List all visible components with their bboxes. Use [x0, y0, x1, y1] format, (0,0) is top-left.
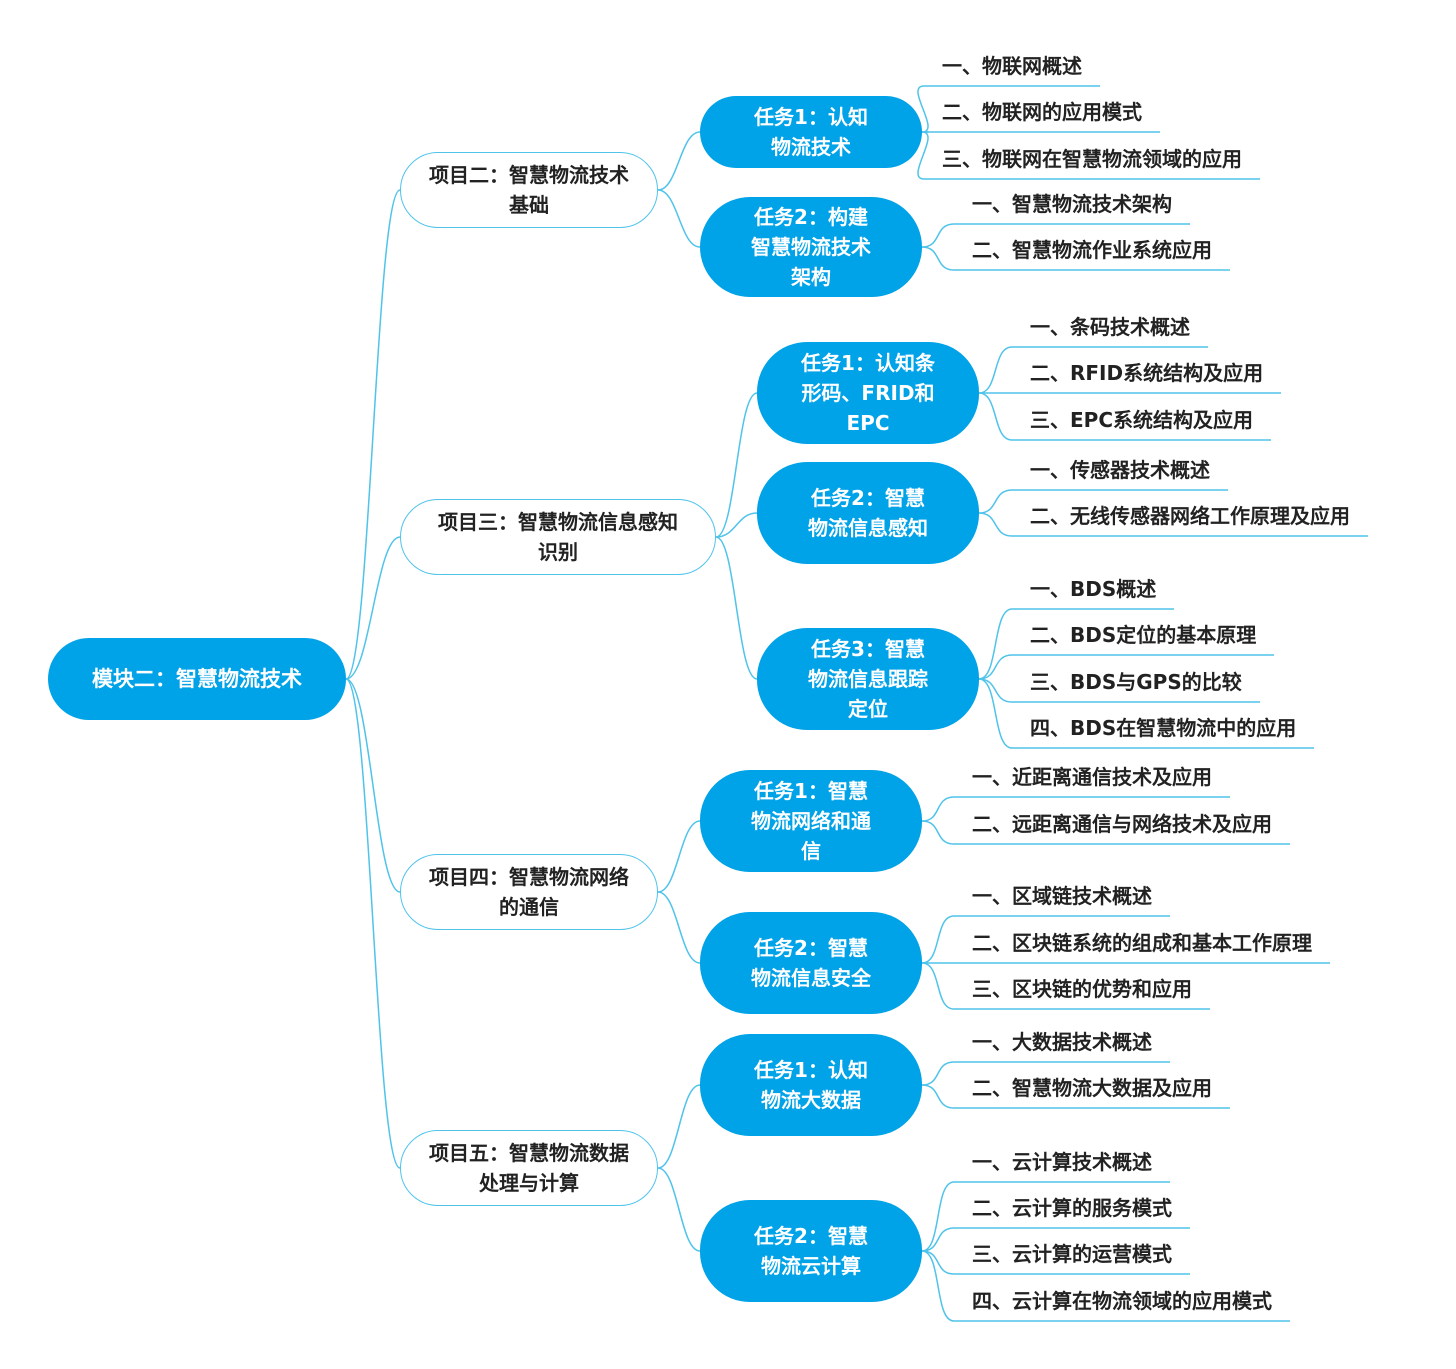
project-label: 项目二：智慧物流技术基础 [429, 163, 629, 217]
leaf-item[interactable]: 一、云计算技术概述 [972, 1150, 1152, 1174]
connector-line [921, 1181, 955, 1252]
task-node[interactable]: 任务2：智慧物流信息感知 [757, 462, 979, 564]
task-node[interactable]: 任务3：智慧物流信息跟踪定位 [757, 628, 979, 730]
leaf-item[interactable]: 三、物联网在智慧物流领域的应用 [942, 147, 1242, 171]
leaf-item[interactable]: 四、BDS在智慧物流中的应用 [1030, 716, 1297, 740]
task-node[interactable]: 任务1：认知物流大数据 [700, 1034, 922, 1136]
task-label: 任务2：智慧物流信息安全 [751, 936, 871, 990]
leaf-item[interactable]: 一、智慧物流技术架构 [972, 192, 1172, 216]
connector-line [917, 131, 929, 180]
connector-line [978, 608, 1013, 680]
connector-line [921, 1061, 955, 1086]
task-node[interactable]: 任务2：构建智慧物流技术架构 [700, 197, 922, 297]
connector-line [715, 392, 758, 538]
leaf-item[interactable]: 一、BDS概述 [1030, 577, 1157, 601]
connector-line [345, 678, 401, 1169]
connector-line [921, 1084, 955, 1109]
connector-line [921, 796, 955, 822]
connector-line [657, 189, 701, 248]
connector-line [978, 346, 1013, 394]
connector-line [978, 489, 1013, 514]
connector-line [657, 820, 701, 893]
connector-line [921, 820, 955, 845]
task-node[interactable]: 任务1：智慧物流网络和通信 [700, 770, 922, 872]
task-node[interactable]: 任务1：认知物流技术 [700, 96, 922, 168]
task-node[interactable]: 任务2：智慧物流云计算 [700, 1200, 922, 1302]
task-label: 任务2：智慧物流云计算 [754, 1224, 868, 1278]
project-node[interactable]: 项目五：智慧物流数据处理与计算 [400, 1130, 658, 1206]
leaf-item[interactable]: 二、区块链系统的组成和基本工作原理 [972, 931, 1312, 955]
connector-line [978, 678, 1013, 703]
connector-line [921, 962, 955, 1010]
task-label: 任务1：认知物流技术 [754, 105, 868, 159]
connector-line [657, 1084, 701, 1169]
leaf-item[interactable]: 二、云计算的服务模式 [972, 1196, 1172, 1220]
connector-line [921, 915, 955, 964]
leaf-item[interactable]: 四、云计算在物流领域的应用模式 [972, 1289, 1272, 1313]
connector-line [715, 512, 758, 538]
task-label: 任务1：认知物流大数据 [754, 1058, 868, 1112]
connector-line [345, 536, 401, 680]
connector-line [978, 392, 1013, 441]
root-label: 模块二：智慧物流技术 [92, 667, 302, 691]
leaf-item[interactable]: 二、智慧物流大数据及应用 [972, 1076, 1212, 1100]
leaf-item[interactable]: 二、物联网的应用模式 [942, 100, 1142, 124]
leaf-item[interactable]: 一、传感器技术概述 [1030, 458, 1210, 482]
task-node[interactable]: 任务2：智慧物流信息安全 [700, 912, 922, 1014]
task-label: 任务1：智慧物流网络和通信 [751, 779, 871, 863]
connector-line [917, 85, 929, 133]
connector-line [657, 891, 701, 964]
connector-line [345, 678, 401, 893]
leaf-item[interactable]: 二、远距离通信与网络技术及应用 [972, 812, 1272, 836]
leaf-item[interactable]: 一、大数据技术概述 [972, 1030, 1152, 1054]
project-label: 项目五：智慧物流数据处理与计算 [429, 1141, 629, 1195]
connector-line [921, 223, 955, 248]
task-label: 任务1：认知条形码、FRID和EPC [801, 351, 935, 435]
connector-line [345, 189, 401, 680]
leaf-item[interactable]: 二、RFID系统结构及应用 [1030, 361, 1264, 385]
task-node[interactable]: 任务1：认知条形码、FRID和EPC [757, 342, 979, 444]
connector-line [921, 1250, 955, 1322]
leaf-item[interactable]: 二、BDS定位的基本原理 [1030, 623, 1257, 647]
leaf-item[interactable]: 三、EPC系统结构及应用 [1030, 408, 1253, 432]
connector-line [978, 512, 1013, 537]
root-node[interactable]: 模块二：智慧物流技术 [48, 638, 346, 720]
leaf-item[interactable]: 一、区域链技术概述 [972, 884, 1152, 908]
task-label: 任务2：智慧物流信息感知 [808, 486, 928, 540]
leaf-item[interactable]: 三、BDS与GPS的比较 [1030, 670, 1242, 694]
project-node[interactable]: 项目四：智慧物流网络的通信 [400, 854, 658, 930]
connector-line [921, 1227, 955, 1252]
leaf-item[interactable]: 三、区块链的优势和应用 [972, 977, 1192, 1001]
connector-line [978, 654, 1013, 680]
connector-line [715, 536, 758, 680]
connector-line [978, 678, 1013, 749]
leaf-item[interactable]: 二、智慧物流作业系统应用 [972, 238, 1212, 262]
leaf-item[interactable]: 一、条码技术概述 [1030, 315, 1190, 339]
project-label: 项目四：智慧物流网络的通信 [429, 865, 629, 919]
task-label: 任务3：智慧物流信息跟踪定位 [808, 637, 928, 721]
leaf-item[interactable]: 一、近距离通信技术及应用 [972, 765, 1212, 789]
connector-line [921, 1250, 955, 1275]
leaf-item[interactable]: 三、云计算的运营模式 [972, 1242, 1172, 1266]
connector-line [657, 131, 701, 191]
task-label: 任务2：构建智慧物流技术架构 [751, 205, 871, 289]
connector-line [657, 1167, 701, 1252]
project-node[interactable]: 项目二：智慧物流技术基础 [400, 152, 658, 228]
leaf-item[interactable]: 一、物联网概述 [942, 54, 1082, 78]
connector-line [921, 246, 955, 271]
project-node[interactable]: 项目三：智慧物流信息感知识别 [400, 499, 716, 575]
leaf-item[interactable]: 二、无线传感器网络工作原理及应用 [1030, 504, 1350, 528]
project-label: 项目三：智慧物流信息感知识别 [438, 510, 678, 564]
